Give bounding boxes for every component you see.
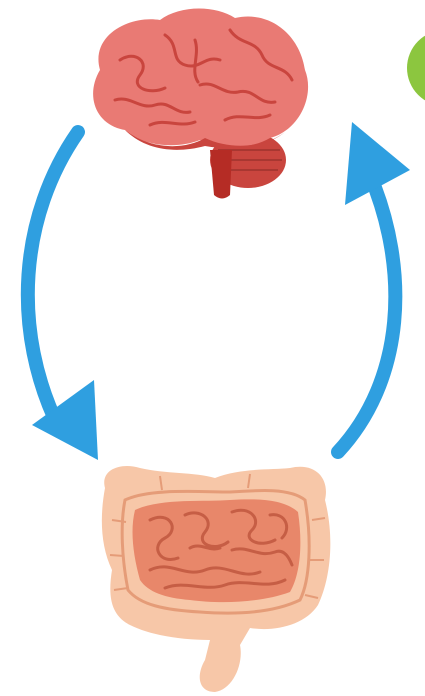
brain-icon xyxy=(93,8,308,198)
intestines-icon xyxy=(102,466,330,692)
partial-green-circle xyxy=(407,30,425,106)
arrow-brain-to-gut-icon xyxy=(28,132,98,460)
arrow-gut-to-brain-icon xyxy=(338,122,410,452)
